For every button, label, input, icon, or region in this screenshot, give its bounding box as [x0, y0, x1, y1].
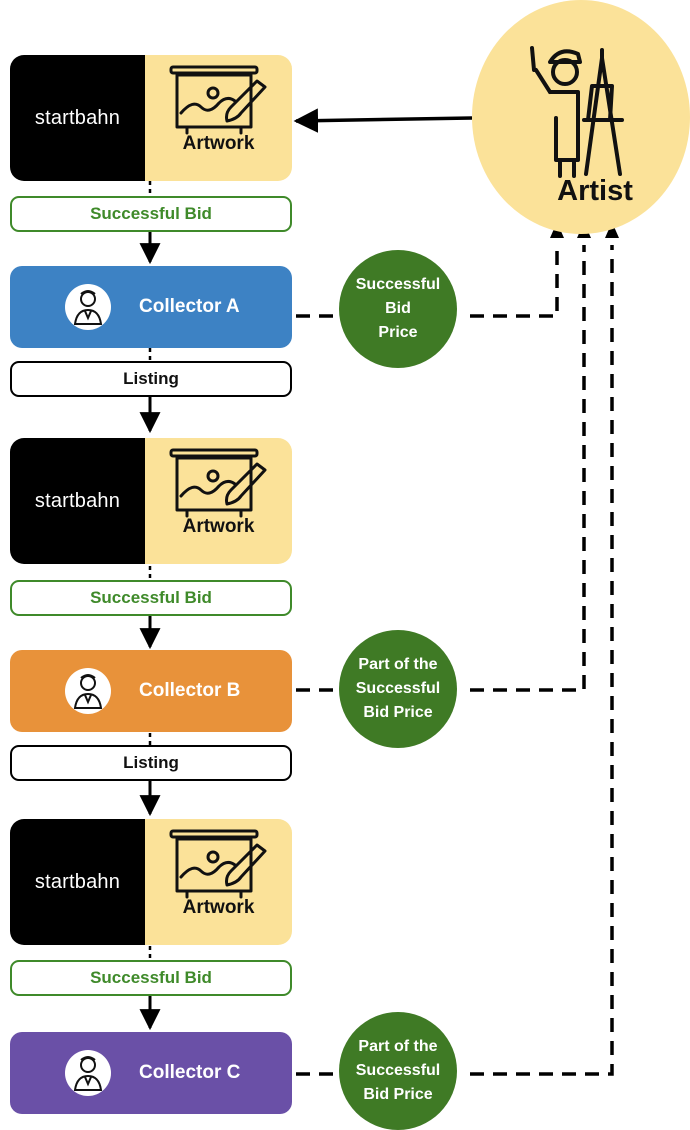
collector-b-label: Collector B: [139, 680, 241, 701]
artwork-label: Artwork: [182, 897, 255, 918]
payment-1-line-2: Bid: [385, 300, 411, 317]
payment-3-line-3: Bid Price: [363, 1086, 433, 1103]
startbahn-logo-text: startbahn: [34, 106, 121, 129]
collector-a-block: Collector A: [10, 266, 292, 348]
payment-3-line-2: Successful: [355, 1062, 441, 1079]
collector-a-label: Collector A: [139, 296, 240, 317]
startbahn-logo: startbahn: [10, 55, 145, 181]
payment-1-line-1: Successful: [355, 276, 441, 293]
artwork-panel: Artwork: [145, 55, 292, 181]
collector-b-block: Collector B: [10, 650, 292, 732]
payment-dashed-lines: [296, 245, 614, 1076]
payment-3-line-1: Part of the: [358, 1038, 438, 1055]
startbahn-logo: startbahn: [10, 819, 145, 945]
collector-avatar-icon: [65, 668, 111, 714]
artwork-icon: [169, 829, 266, 899]
artwork-icon: [169, 65, 266, 135]
collector-c-label: Collector C: [139, 1062, 241, 1083]
payment-1-line-3: Price: [378, 324, 418, 341]
collector-avatar-icon: [65, 284, 111, 330]
artwork-block-2: startbahn Artwork: [10, 438, 292, 564]
artist-painter-icon: [530, 46, 624, 178]
startbahn-logo-text: startbahn: [34, 489, 121, 512]
collector-c-block: Collector C: [10, 1032, 292, 1114]
artwork-block-3: startbahn Artwork: [10, 819, 292, 945]
artwork-panel: Artwork: [145, 438, 292, 564]
listing-step-2: Listing: [10, 745, 292, 781]
startbahn-logo: startbahn: [10, 438, 145, 564]
successful-bid-step-2: Successful Bid: [10, 580, 292, 616]
startbahn-logo-text: startbahn: [34, 870, 121, 893]
artwork-block-1: startbahn Artwork: [10, 55, 292, 181]
artwork-label: Artwork: [182, 133, 255, 154]
artwork-label: Artwork: [182, 516, 255, 537]
successful-bid-step-1: Successful Bid: [10, 196, 292, 232]
artwork-panel: Artwork: [145, 819, 292, 945]
successful-bid-step-3: Successful Bid: [10, 960, 292, 996]
artwork-icon: [169, 448, 266, 518]
collector-avatar-icon: [65, 1050, 111, 1096]
payment-2-line-3: Bid Price: [363, 704, 433, 721]
listing-step-1: Listing: [10, 361, 292, 397]
artist-circle: [472, 0, 690, 234]
artist-label: Artist: [557, 175, 633, 207]
payment-2-line-1: Part of the: [358, 656, 438, 673]
artist-to-artwork-arrow: [293, 108, 473, 133]
payment-2-line-2: Successful: [355, 680, 441, 697]
